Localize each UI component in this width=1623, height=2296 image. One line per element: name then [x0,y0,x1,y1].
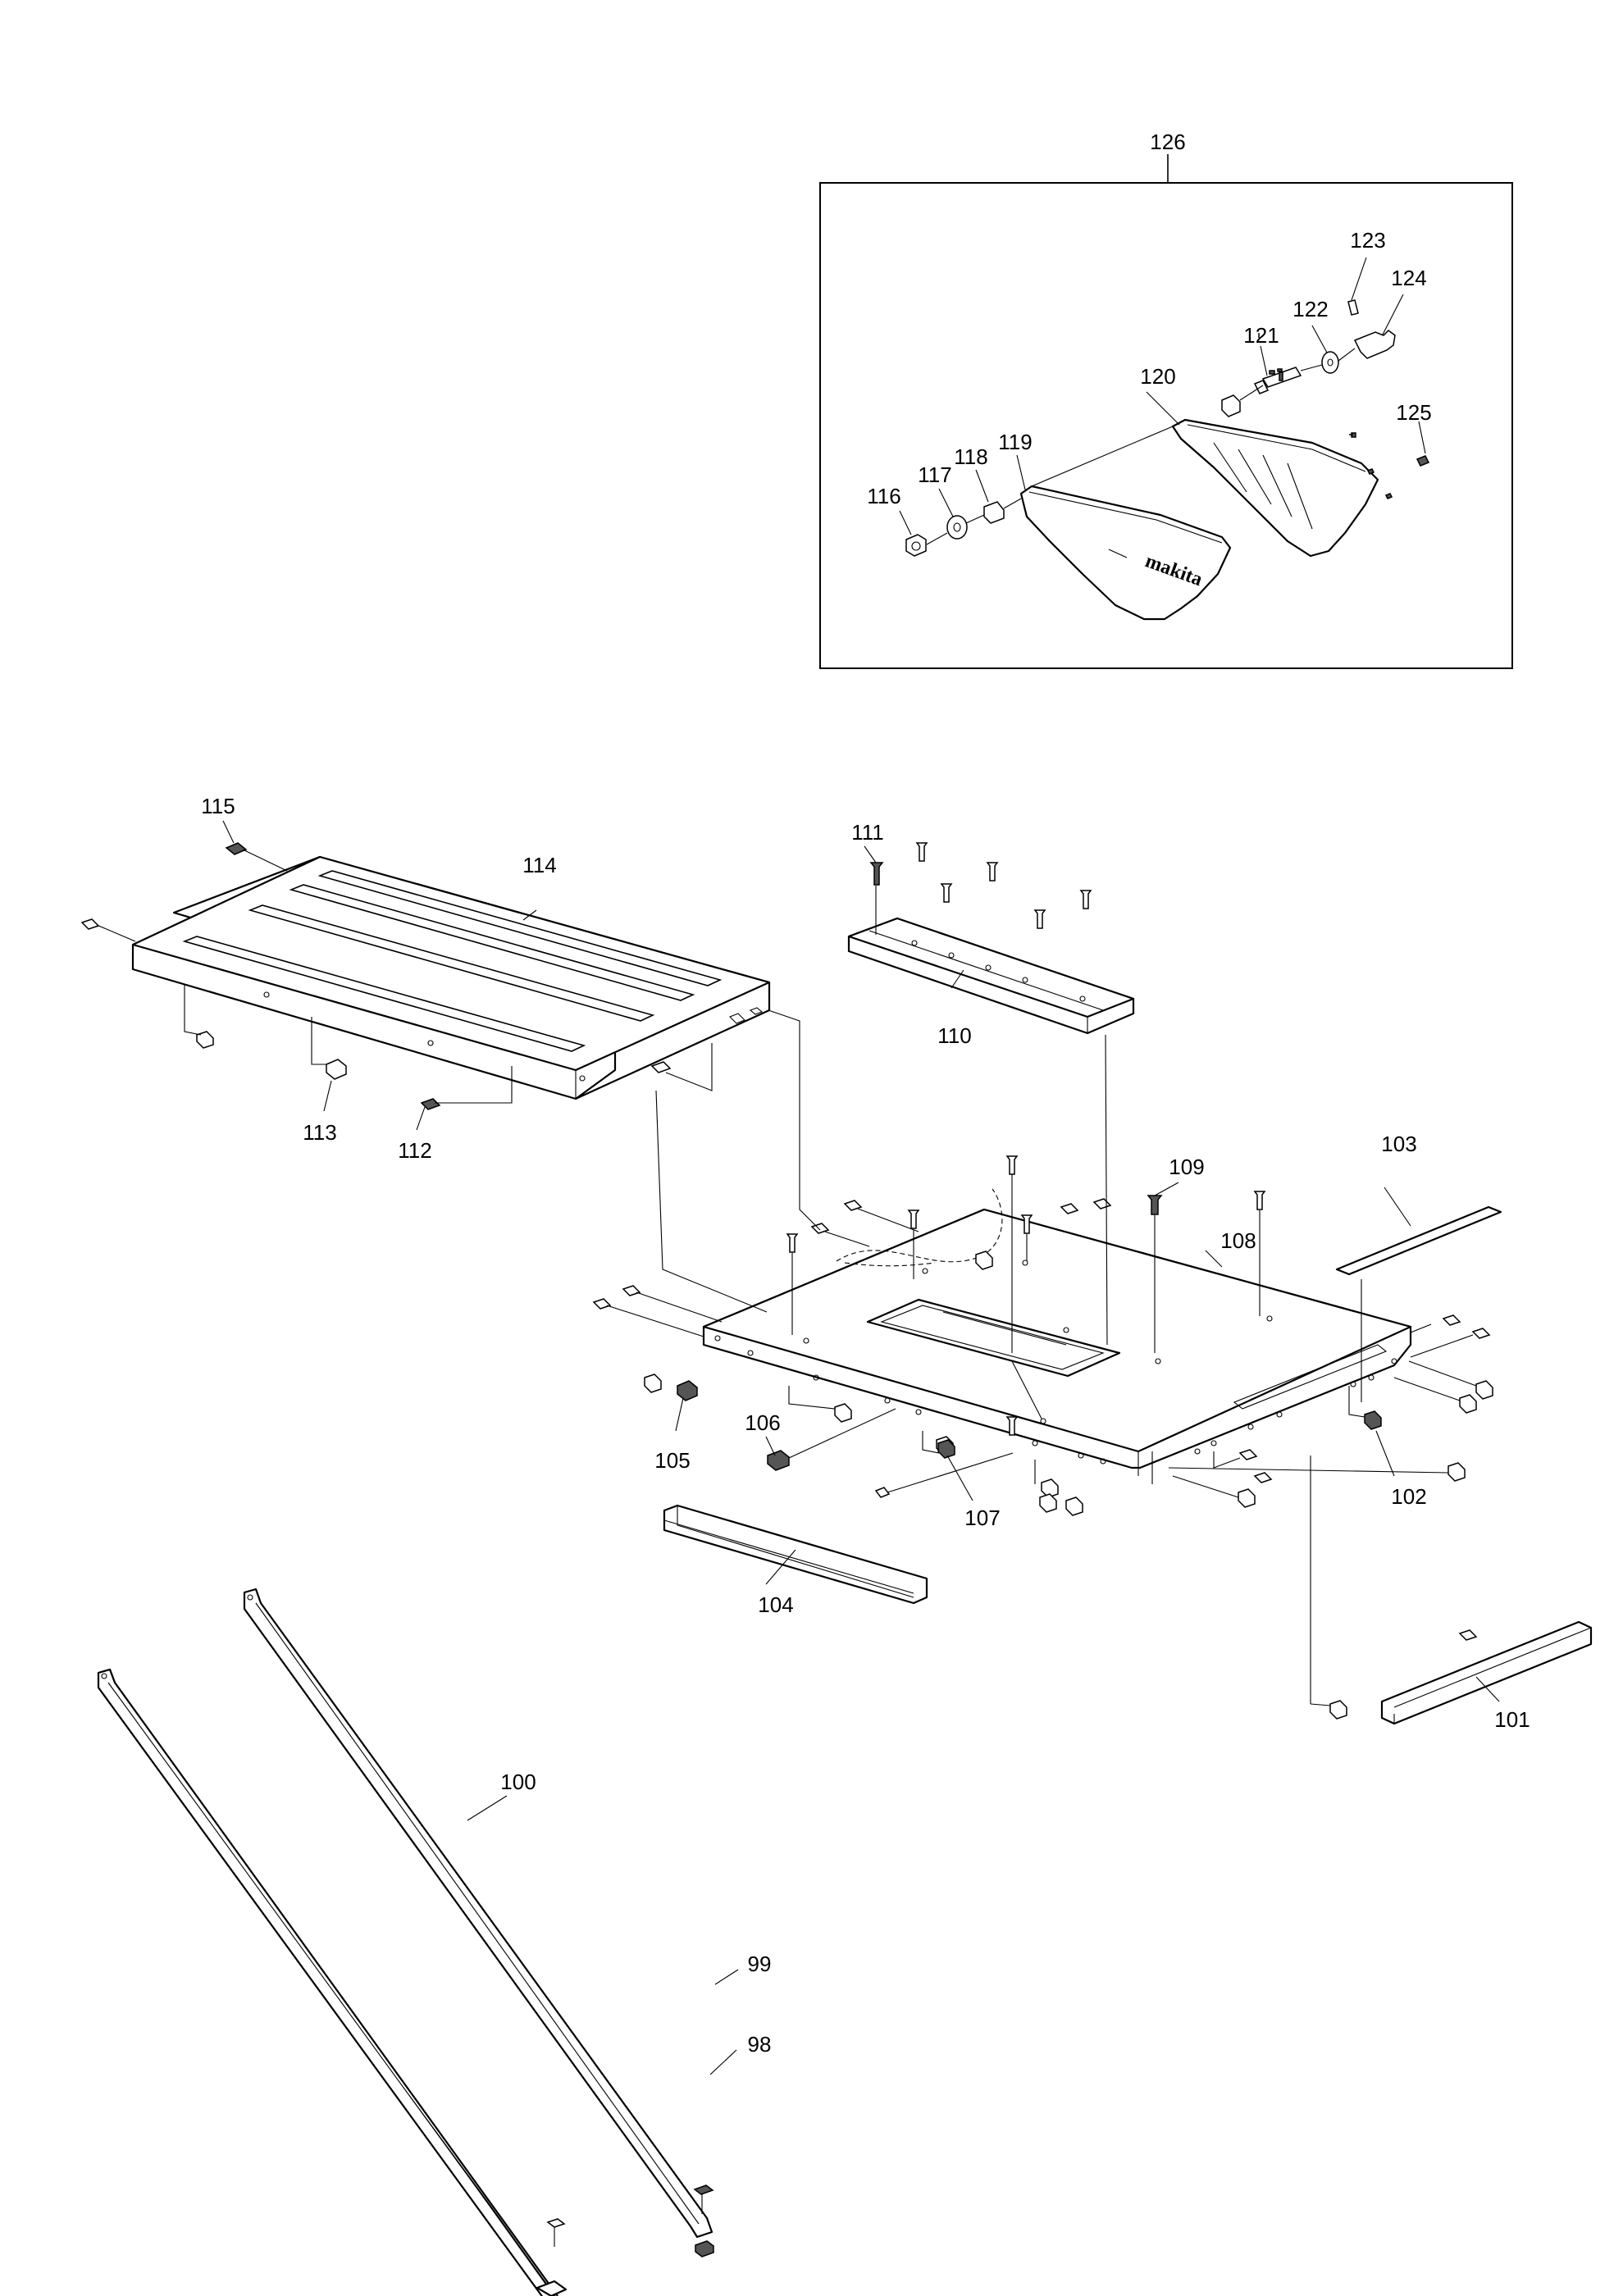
nut-part-98 [695,2240,714,2257]
label-113: 113 [303,1120,336,1145]
rail-part-104 [663,1504,928,1605]
front-guard-part-119 [1019,485,1232,621]
screw-part-111 [869,862,884,886]
label-124: 124 [1391,266,1426,290]
nut-part-102 [1364,1410,1382,1430]
label-117: 117 [918,462,951,487]
label-118: 118 [954,444,987,469]
screw-part-109 [1147,1195,1163,1215]
screw-part-115 [225,842,248,855]
label-112: 112 [398,1138,431,1163]
label-109: 109 [1169,1155,1204,1179]
nut-part-116 [905,534,927,557]
label-122: 122 [1292,297,1328,321]
label-106: 106 [745,1410,780,1435]
label-105: 105 [654,1448,690,1473]
label-107: 107 [964,1506,1000,1530]
washer-part-122 [1321,351,1339,374]
label-125: 125 [1396,400,1431,425]
label-115: 115 [201,794,235,818]
fence-plate-part-110 [847,917,1135,1035]
label-126: 126 [1150,130,1185,154]
label-114: 114 [522,853,556,877]
screw-part-125 [1416,455,1430,467]
fence-screws [869,842,1092,935]
screw-part-112 [420,1098,441,1110]
rear-guard-part-120 [1171,418,1379,558]
label-leaders [222,820,1500,2075]
strip-part-103 [1335,1205,1502,1276]
blade-guard-assembly-inset: makita [819,154,1513,669]
rail-part-101 [1380,1620,1593,1725]
label-108: 108 [1220,1228,1256,1253]
main-table-part-108 [702,1188,1412,1484]
label-116: 116 [867,484,900,508]
label-119: 119 [998,430,1032,454]
assembly-leader-lines [655,1009,1108,1346]
label-111: 111 [851,820,884,845]
extension-table-fasteners [80,842,713,1110]
label-102: 102 [1391,1484,1426,1509]
nut-part-105 [677,1380,698,1401]
collar-part-121-spacer [1221,394,1241,417]
main-table-fasteners [592,1155,1493,1516]
label-123: 123 [1350,228,1385,253]
collar-part-118 [983,501,1005,524]
nut-part-113 [326,1059,347,1080]
leg-fasteners [546,2184,714,2257]
washer-part-117 [946,515,968,540]
part-labels: 126 123 124 122 121 120 125 119 118 117 … [201,130,1530,2057]
label-120: 120 [1140,364,1175,389]
label-103: 103 [1381,1132,1416,1156]
label-100: 100 [500,1770,536,1794]
lever-part-124 [1353,330,1396,359]
label-98: 98 [748,2032,772,2057]
label-121: 121 [1243,323,1279,348]
extension-table-part-114 [131,855,771,1100]
nut-part-107 [937,1439,955,1459]
screw-part-106 [767,1450,790,1471]
label-110: 110 [937,1023,971,1048]
leg-part-100 [97,1588,713,2296]
label-99: 99 [748,1952,772,1976]
bolt-part-99 [693,2184,714,2195]
label-101: 101 [1494,1707,1530,1732]
label-104: 104 [758,1592,793,1617]
pin-part-123 [1347,299,1359,316]
